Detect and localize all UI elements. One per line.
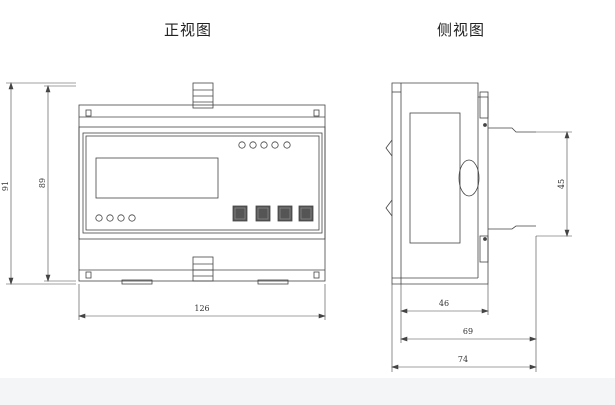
dim-label-45: 45 — [557, 179, 566, 189]
side-notch-bottom — [385, 199, 393, 217]
dim-side-46 — [400, 284, 489, 343]
button-2-face — [257, 207, 269, 220]
front-ear-bottom-right — [313, 271, 320, 279]
button-4 — [298, 205, 314, 222]
front-top-clip — [192, 82, 214, 109]
dim-side-45 — [536, 131, 572, 237]
dim-side-69 — [400, 236, 537, 343]
led-5 — [283, 141, 291, 149]
front-foot-left — [121, 279, 153, 285]
front-housing-outline — [78, 104, 326, 282]
side-oval — [458, 159, 480, 197]
dim-front-126 — [78, 284, 326, 320]
dim-side-74 — [391, 284, 537, 372]
led-4 — [271, 141, 279, 149]
side-label-window — [409, 112, 461, 244]
front-ear-top-right — [313, 109, 320, 117]
button-3 — [277, 205, 293, 222]
dim-label-89: 89 — [38, 178, 47, 188]
front-faceplate-inner — [85, 135, 320, 231]
button-1 — [232, 205, 248, 222]
side-view-title: 侧视图 — [437, 21, 486, 39]
button-1-face — [234, 207, 246, 220]
dim-label-69: 69 — [463, 327, 473, 336]
dim-front-89 — [44, 85, 76, 282]
led-c — [117, 214, 125, 222]
front-ear-top-left — [85, 109, 92, 117]
side-notch-top — [385, 139, 393, 157]
front-bottom-clip — [192, 256, 214, 282]
dim-label-46: 46 — [439, 299, 449, 308]
button-3-face — [279, 207, 291, 220]
front-faceplate — [82, 132, 323, 234]
dim-label-91: 91 — [1, 181, 10, 191]
front-view-title: 正视图 — [164, 21, 213, 39]
indicator-leds-bottom — [95, 214, 136, 222]
led-b — [106, 214, 114, 222]
side-view — [385, 82, 572, 372]
dim-front-91 — [6, 82, 76, 285]
led-2 — [249, 141, 257, 149]
button-4-face — [300, 207, 312, 220]
dim-label-74: 74 — [458, 355, 468, 364]
lcd-window — [95, 157, 219, 199]
front-view — [6, 82, 326, 320]
side-din-rail — [477, 91, 536, 278]
front-faceplate-frame — [78, 126, 326, 240]
indicator-leds-top — [238, 141, 291, 149]
led-3 — [260, 141, 268, 149]
button-2 — [255, 205, 271, 222]
front-ear-bottom-left — [85, 271, 92, 279]
bottom-band — [0, 378, 615, 405]
dim-label-126: 126 — [194, 304, 209, 313]
led-1 — [238, 141, 246, 149]
keypad-buttons — [232, 205, 314, 222]
led-d — [128, 214, 136, 222]
front-foot-right — [257, 279, 289, 285]
led-a — [95, 214, 103, 222]
